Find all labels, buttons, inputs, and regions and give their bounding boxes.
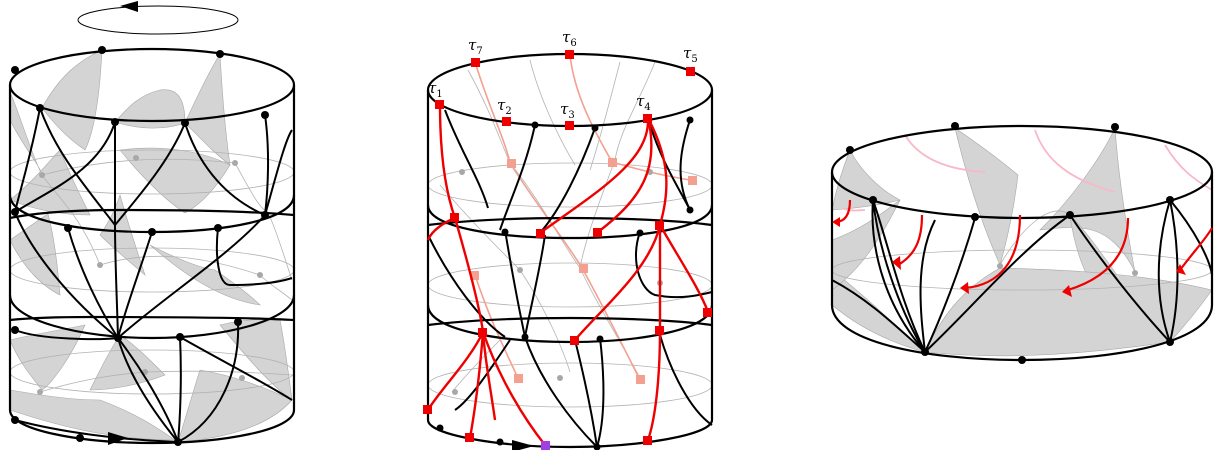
tau-labels: τ1 τ7 τ6 τ5 τ2 τ3 τ4 xyxy=(428,28,698,121)
cylinder-outline xyxy=(830,124,1214,362)
middle-cylinder-diagram: τ1 τ7 τ6 τ5 τ2 τ3 τ4 xyxy=(423,28,714,450)
right-cylinder-diagram xyxy=(830,122,1214,364)
bottom-arrow-icon xyxy=(108,432,128,445)
tau-label-7: τ7 xyxy=(468,36,483,57)
triangulation-edges xyxy=(14,107,293,443)
tau-squares xyxy=(423,50,712,445)
shaded-faces xyxy=(831,126,1213,357)
shaded-faces xyxy=(9,49,293,443)
rotation-arrow-icon xyxy=(77,1,239,35)
vertices xyxy=(11,46,269,446)
hidden-vertices xyxy=(997,263,1138,276)
tau-label-1: τ1 xyxy=(428,79,443,100)
tau-label-3: τ3 xyxy=(560,100,575,121)
purple-square xyxy=(541,441,550,450)
salmon-squares xyxy=(470,158,697,384)
red-arrows xyxy=(834,199,1213,292)
vertices xyxy=(436,116,694,450)
triangulation-edges xyxy=(831,199,1213,353)
red-arrowheads xyxy=(832,217,1186,297)
tau-label-4: τ4 xyxy=(636,92,651,113)
triangulation-edges xyxy=(427,109,713,448)
hidden-vertices xyxy=(37,155,263,395)
pink-curves xyxy=(841,129,1213,212)
vertices xyxy=(846,122,1174,364)
tau-label-2: τ2 xyxy=(497,96,512,117)
tau-label-6: τ6 xyxy=(562,28,577,49)
left-cylinder-diagram xyxy=(8,1,296,446)
tau-label-5: τ5 xyxy=(683,44,698,65)
tau-curves xyxy=(426,104,710,446)
bottom-arrow-icon xyxy=(512,440,534,450)
